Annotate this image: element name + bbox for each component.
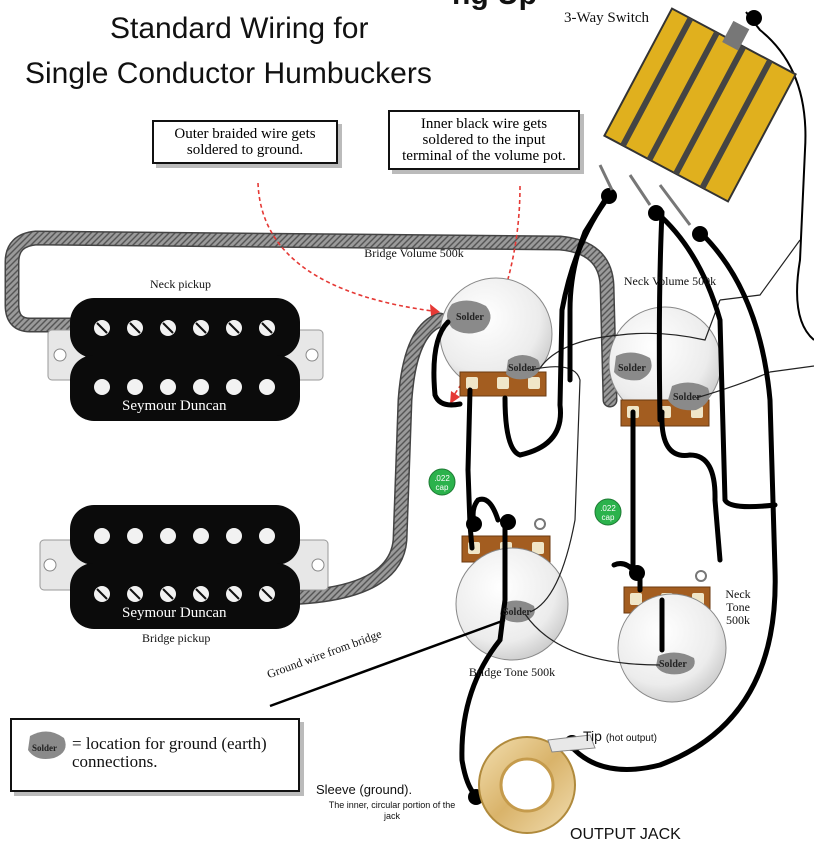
- ground-wire-bridge: [269, 618, 506, 708]
- output-jack-title: OUTPUT JACK: [570, 826, 681, 843]
- legend-solder-symbol: [28, 731, 66, 759]
- braided-cable-bridge: [257, 312, 448, 606]
- pole-piece: [94, 379, 110, 395]
- pole-pieces: [94, 320, 275, 602]
- guide-line-outer: [257, 182, 441, 313]
- neck-pickup-brand: Seymour Duncan: [122, 398, 227, 414]
- pole-piece: [193, 528, 209, 544]
- guide-arrow-inner: [450, 391, 460, 404]
- black-wires: [431, 189, 778, 798]
- callout-outer-braided: Outer braided wire gets soldered to grou…: [152, 120, 338, 164]
- title-line-2: Single Conductor Humbuckers: [25, 57, 432, 90]
- pole-piece: [94, 528, 110, 544]
- jack-tip-text: Tip: [583, 728, 602, 744]
- pot-neck-tone: [617, 570, 727, 703]
- ground-wires: [524, 239, 814, 666]
- pole-piece-slot: [96, 322, 108, 334]
- title-clipped: ng Up: [452, 0, 537, 12]
- pole-piece: [259, 528, 275, 544]
- title-line-1: Standard Wiring for: [110, 12, 369, 45]
- pole-piece: [226, 528, 242, 544]
- jack-tip-label: Tip (hot output): [583, 728, 657, 744]
- pole-piece: [259, 379, 275, 395]
- pole-piece-slot: [228, 588, 240, 600]
- legend-text: = location for ground (earth) connection…: [72, 734, 267, 771]
- jack-sleeve-label: Sleeve (ground).: [316, 782, 413, 797]
- neck-volume-label: Neck Volume 500k: [623, 274, 717, 288]
- pole-piece-slot: [195, 588, 207, 600]
- capacitor-neck-label: .022 cap: [600, 504, 616, 522]
- pole-piece-slot: [261, 322, 273, 334]
- pole-piece-slot: [129, 588, 141, 600]
- solder-label-bridge-volume-back: Solder: [456, 312, 484, 323]
- pole-piece-slot: [129, 322, 141, 334]
- neck-pickup-label: Neck pickup: [150, 277, 211, 291]
- three-way-switch: [598, 7, 797, 226]
- jack-sleeve-note: The inner, circular portion of the jack: [328, 800, 456, 821]
- guide-arrow-outer: [430, 304, 440, 316]
- pole-piece: [127, 379, 143, 395]
- capacitor-bridge-label: .022 cap: [434, 474, 450, 492]
- solder-label-bridge-tone: Solder: [503, 607, 531, 618]
- pole-piece: [160, 379, 176, 395]
- solder-label-bridge-volume-lug: Solder: [508, 363, 536, 374]
- output-jack: [478, 734, 596, 834]
- solder-label-neck-volume-lug: Solder: [673, 392, 701, 403]
- solder-label-neck-volume-back: Solder: [618, 363, 646, 374]
- pole-piece-slot: [162, 322, 174, 334]
- jack-tip-note: (hot output): [605, 733, 657, 744]
- solder-blobs: [447, 300, 710, 675]
- capacitor-bridge: [428, 468, 456, 496]
- pole-piece-slot: [96, 588, 108, 600]
- pole-piece: [127, 528, 143, 544]
- solder-label-neck-tone: Solder: [659, 659, 687, 670]
- neck-pickup: [47, 298, 324, 421]
- bridge-pickup-label: Bridge pickup: [142, 631, 211, 645]
- switch-label: 3-Way Switch: [564, 10, 650, 26]
- pole-piece: [160, 528, 176, 544]
- bridge-tone-label: Bridge Tone 500k: [468, 665, 556, 679]
- legend-solder-label: Solder: [32, 743, 58, 753]
- wire-end-dots: [466, 10, 762, 805]
- bridge-pickup: [39, 505, 329, 629]
- braided-cable-neck: [4, 230, 618, 408]
- pole-piece-slot: [195, 322, 207, 334]
- bridge-pickup-brand: Seymour Duncan: [122, 605, 227, 621]
- pole-piece-slot: [261, 588, 273, 600]
- neck-tone-label: Neck Tone 500k: [725, 587, 751, 627]
- callout-inner-black: Inner black wire gets soldered to the in…: [388, 110, 580, 170]
- capacitor-neck: [594, 498, 622, 526]
- pole-piece: [193, 379, 209, 395]
- legend-box: [10, 718, 300, 792]
- pole-piece-slot: [228, 322, 240, 334]
- pole-piece: [226, 379, 242, 395]
- pole-piece-slot: [162, 588, 174, 600]
- bridge-volume-label: Bridge Volume 500k: [364, 246, 464, 260]
- thin-black-wires: [745, 11, 814, 341]
- pot-bridge-volume: [439, 277, 553, 397]
